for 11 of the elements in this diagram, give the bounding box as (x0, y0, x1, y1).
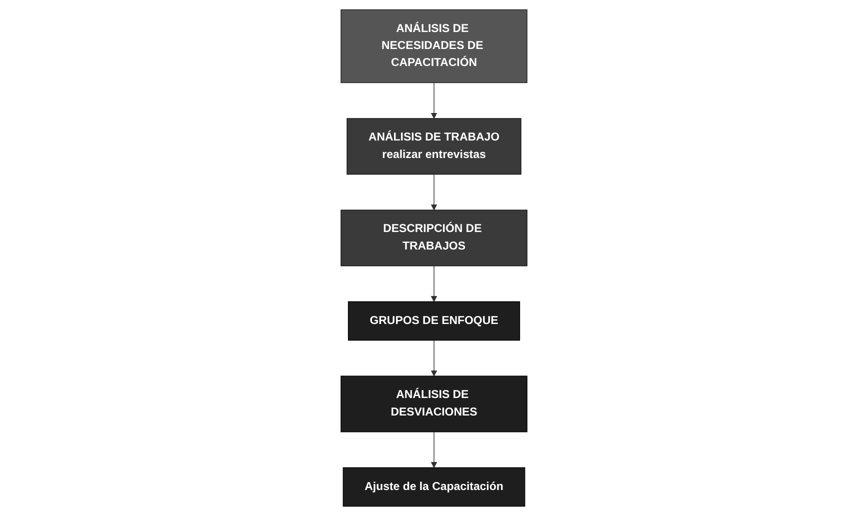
node-box: ANÁLISIS DE TRABAJO realizar entrevistas (346, 118, 522, 175)
node-box: DESCRIPCIÓN DE TRABAJOS (340, 210, 528, 266)
arrow (430, 82, 438, 119)
node-box: Ajuste de la Capacitación (342, 467, 526, 507)
arrow (430, 174, 438, 210)
arrow (430, 266, 438, 302)
arrow (430, 340, 438, 376)
node-box: GRUPOS DE ENFOQUE (348, 301, 520, 341)
node-box: ANÁLISIS DE NECESIDADES DE CAPACITACIÓN (340, 9, 528, 84)
node-box: ANÁLISIS DE DESVIACIONES (340, 376, 528, 432)
arrow (430, 432, 438, 468)
